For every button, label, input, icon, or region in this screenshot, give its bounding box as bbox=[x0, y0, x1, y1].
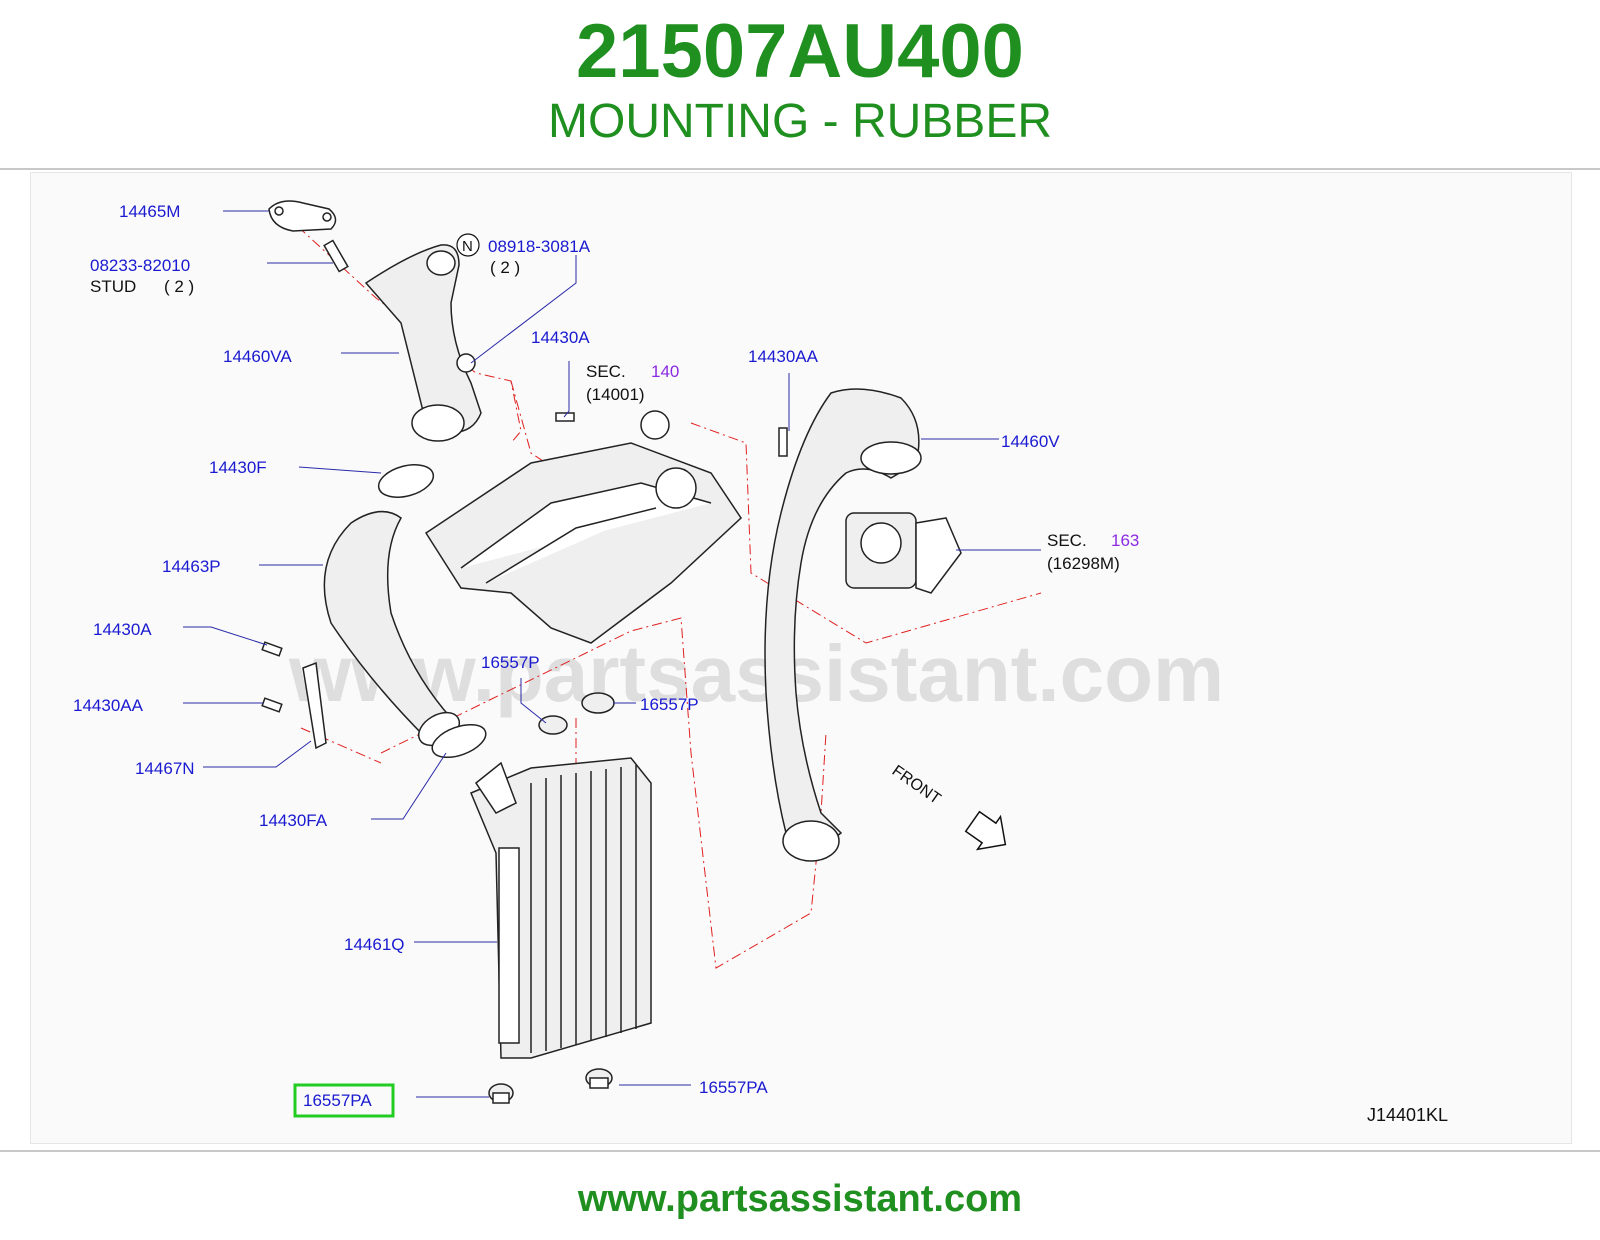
label-16557pa-highlighted[interactable]: 16557PA bbox=[303, 1091, 372, 1110]
front-arrow-icon bbox=[964, 810, 1007, 851]
label-08918-3081a[interactable]: 08918-3081A bbox=[488, 237, 591, 256]
label-14460v[interactable]: 14460V bbox=[1001, 432, 1060, 451]
label-14430f[interactable]: 14430F bbox=[209, 458, 267, 477]
label-14463p[interactable]: 14463P bbox=[162, 557, 221, 576]
inlet-pipe-14460va[interactable] bbox=[364, 244, 482, 442]
label-14460va[interactable]: 14460VA bbox=[223, 347, 292, 366]
label-16557pa-right[interactable]: 16557PA bbox=[699, 1078, 768, 1097]
label-stud-qty: ( 2 ) bbox=[164, 277, 194, 296]
label-stud: STUD bbox=[90, 277, 136, 296]
label-16298m: (16298M) bbox=[1047, 554, 1120, 573]
footer-divider bbox=[0, 1150, 1600, 1152]
new-part-circle-icon bbox=[456, 233, 480, 257]
callout-leaders bbox=[183, 210, 1041, 1098]
label-14467n[interactable]: 14467N bbox=[135, 759, 195, 778]
label-163[interactable]: 163 bbox=[1111, 531, 1139, 550]
label-14001: (14001) bbox=[586, 385, 645, 404]
label-14465m[interactable]: 14465M bbox=[119, 202, 180, 221]
bolt-14430aa-top[interactable] bbox=[778, 427, 788, 457]
label-16557p-left[interactable]: 16557P bbox=[481, 653, 540, 672]
label-16557p-right[interactable]: 16557P bbox=[640, 695, 699, 714]
label-sec-140: SEC. bbox=[586, 362, 626, 381]
nut-08918-3081a[interactable] bbox=[456, 353, 476, 373]
header-divider bbox=[0, 168, 1600, 170]
bolt-14430aa-left[interactable] bbox=[261, 697, 283, 713]
watermark-text: www.partsassistant.com bbox=[288, 629, 1224, 718]
label-14430fa[interactable]: 14430FA bbox=[259, 811, 328, 830]
highlight-box bbox=[293, 1083, 395, 1118]
parts-diagram: www.partsassistant.com bbox=[30, 172, 1572, 1144]
mount-rubber-16557p-left[interactable] bbox=[538, 715, 568, 735]
label-sec-163: SEC. bbox=[1047, 531, 1087, 550]
throttle-body-sec163[interactable] bbox=[845, 512, 962, 594]
intake-manifold-sec140[interactable] bbox=[424, 410, 742, 644]
gasket-14465m[interactable] bbox=[268, 200, 337, 232]
outlet-pipe-14460v[interactable] bbox=[764, 388, 922, 862]
part-name-subtitle: MOUNTING - RUBBER bbox=[548, 95, 1052, 148]
page-header: 21507AU400 MOUNTING - RUBBER bbox=[0, 0, 1600, 168]
label-14430a-left[interactable]: 14430A bbox=[93, 620, 152, 639]
intercooler-14461q[interactable] bbox=[470, 757, 652, 1059]
label-n-marker: N bbox=[462, 238, 473, 255]
bracket-14467n[interactable] bbox=[302, 661, 327, 750]
footer-website-link[interactable]: www.partsassistant.com bbox=[577, 1178, 1023, 1220]
bolt-14430a-left[interactable] bbox=[261, 641, 283, 657]
mount-rubber-16557p-right[interactable] bbox=[581, 692, 615, 714]
front-direction-indicator: FRONT bbox=[889, 762, 1007, 851]
label-14430a-top[interactable]: 14430A bbox=[531, 328, 590, 347]
label-08918-qty: ( 2 ) bbox=[490, 258, 520, 277]
clamp-14430fa[interactable] bbox=[428, 718, 490, 763]
label-14461q[interactable]: 14461Q bbox=[344, 935, 405, 954]
label-14430aa-top[interactable]: 14430AA bbox=[748, 347, 819, 366]
label-08233-82010[interactable]: 08233-82010 bbox=[90, 256, 190, 275]
diagram-code: J14401KL bbox=[1367, 1105, 1448, 1125]
parts-diagram-svg: www.partsassistant.com bbox=[73, 200, 1448, 1125]
clamp-14430f[interactable] bbox=[375, 459, 437, 502]
assembly-centerlines bbox=[282, 212, 1042, 1020]
mount-rubber-16557pa-left[interactable] bbox=[488, 1083, 514, 1104]
stud-08233-82010[interactable] bbox=[323, 239, 349, 273]
mount-rubber-16557pa-right[interactable] bbox=[585, 1068, 613, 1089]
part-number-title: 21507AU400 bbox=[576, 9, 1024, 94]
label-14430aa-left[interactable]: 14430AA bbox=[73, 696, 144, 715]
label-140[interactable]: 140 bbox=[651, 362, 679, 381]
front-label: FRONT bbox=[889, 762, 944, 808]
bolt-14430a-top[interactable] bbox=[555, 412, 575, 422]
